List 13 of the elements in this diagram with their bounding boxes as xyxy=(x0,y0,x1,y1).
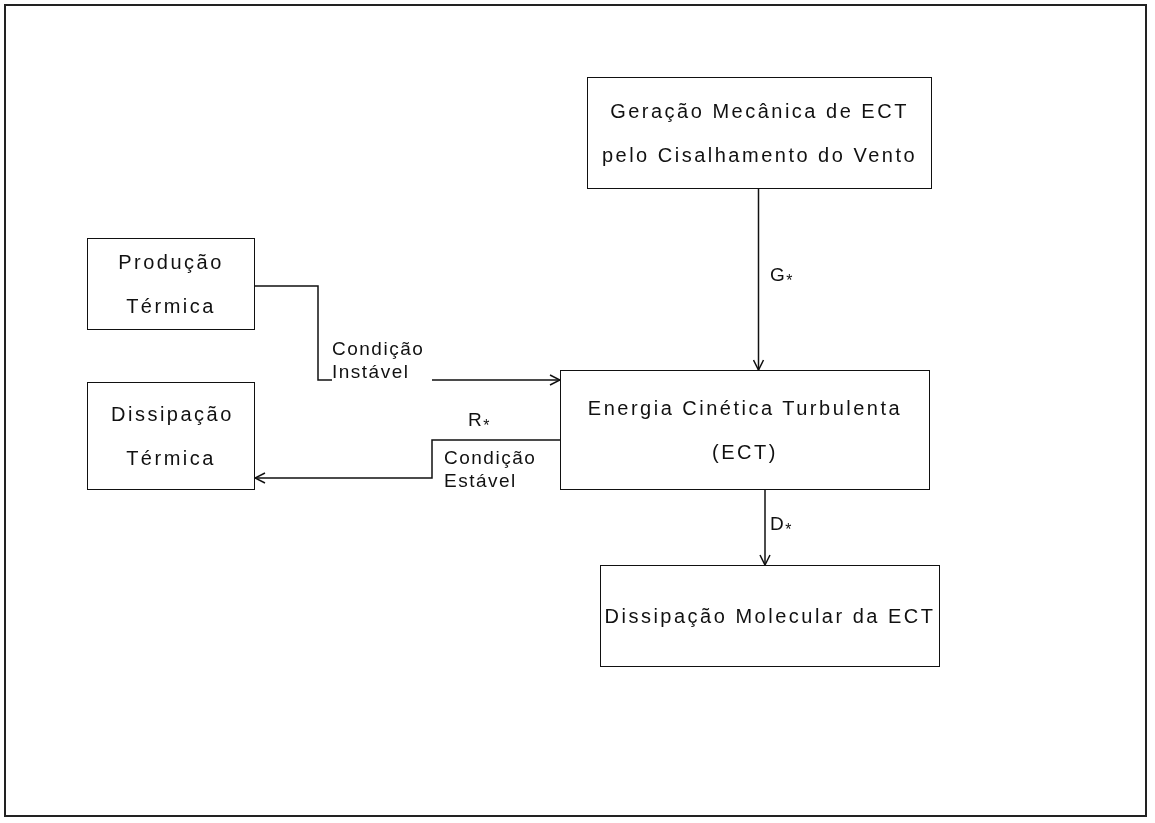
process-box xyxy=(600,565,940,667)
process-box xyxy=(87,238,255,330)
process-box xyxy=(87,382,255,490)
box-text: Geração Mecânica de ECT pelo Cisalhamento do Vento xyxy=(600,99,919,168)
box-text: Dissipação Térmica xyxy=(111,402,231,471)
process-box xyxy=(587,77,932,189)
box-text: Dissipação Molecular da ECT xyxy=(604,604,936,629)
process-box xyxy=(560,370,930,490)
arrow xyxy=(254,439,561,484)
arrow xyxy=(752,188,765,371)
box-text: Energia Cinética Turbulenta (ECT) xyxy=(586,396,904,465)
box-text: Produção Térmica xyxy=(117,250,225,319)
arrow xyxy=(759,489,771,566)
